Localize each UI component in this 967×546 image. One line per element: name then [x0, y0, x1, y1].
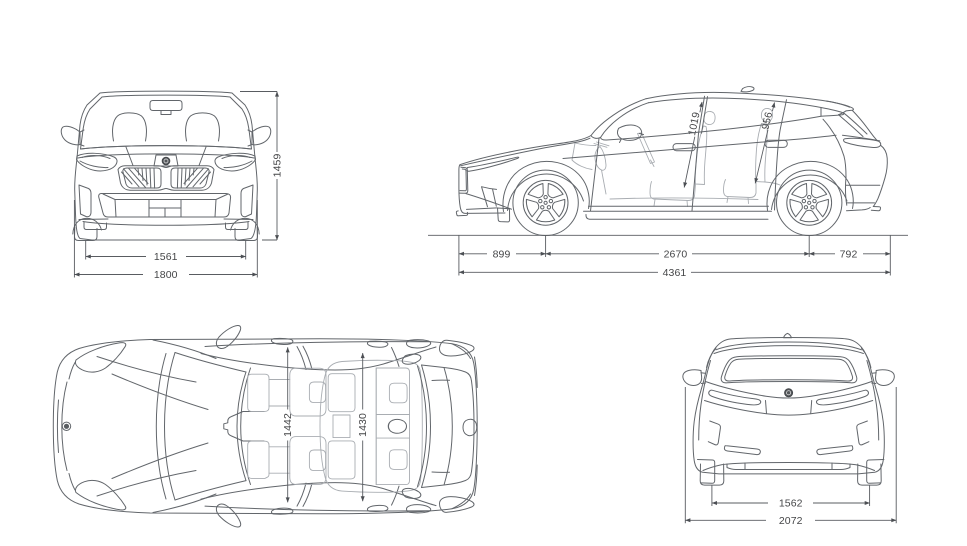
svg-text:2670: 2670: [664, 249, 688, 261]
svg-text:1562: 1562: [779, 498, 803, 510]
svg-text:2072: 2072: [779, 515, 803, 527]
svg-text:1561: 1561: [154, 251, 178, 263]
svg-text:1800: 1800: [154, 269, 178, 281]
svg-text:792: 792: [840, 249, 858, 261]
svg-text:1459: 1459: [272, 154, 284, 178]
svg-text:899: 899: [493, 249, 511, 261]
svg-text:1442: 1442: [282, 413, 294, 437]
svg-text:4361: 4361: [663, 267, 687, 279]
svg-text:1430: 1430: [357, 413, 369, 437]
svg-text:956: 956: [759, 111, 775, 131]
